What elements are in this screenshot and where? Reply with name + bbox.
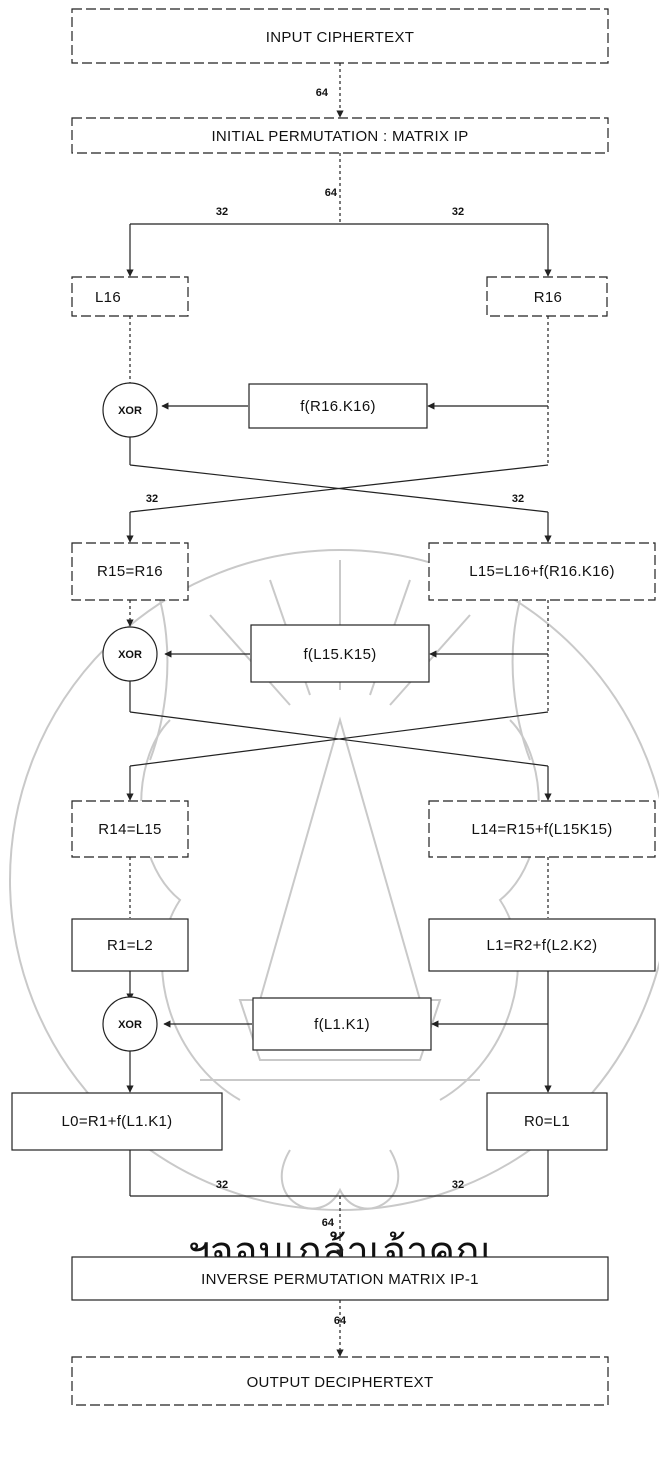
box-f-l15-k15: f(L15.K15) xyxy=(250,624,430,683)
xor-node-2: XOR xyxy=(102,626,158,682)
box-r16: R16 xyxy=(486,276,608,317)
bit-width-labels: 64 64 32 32 32 32 32 32 64 64 xyxy=(146,87,524,1327)
box-output-deciphertext-label: OUTPUT DECIPHERTEXT xyxy=(247,1374,434,1391)
box-input-ciphertext: INPUT CIPHERTEXT xyxy=(71,8,609,64)
box-initial-permutation: INITIAL PERMUTATION : MATRIX IP xyxy=(71,117,609,154)
box-r14-label: R14=L15 xyxy=(98,821,161,838)
box-l1: L1=R2+f(L2.K2) xyxy=(428,918,656,972)
connectors xyxy=(126,63,552,1357)
box-l14: L14=R15+f(L15K15) xyxy=(428,800,656,858)
box-r1-label: R1=L2 xyxy=(107,937,153,954)
box-r16-label: R16 xyxy=(534,289,562,306)
bits-64-ipinv: 64 xyxy=(334,1315,347,1327)
bits-32-cross-left: 32 xyxy=(146,493,158,505)
box-f-l15-k15-label: f(L15.K15) xyxy=(303,646,376,663)
box-l16-label: L16 xyxy=(95,289,121,306)
bits-64-merge: 64 xyxy=(322,1217,335,1229)
box-r15: R15=R16 xyxy=(71,542,189,601)
box-output-deciphertext: OUTPUT DECIPHERTEXT xyxy=(71,1356,609,1406)
box-l14-label: L14=R15+f(L15K15) xyxy=(471,821,612,838)
box-l0-label: L0=R1+f(L1.K1) xyxy=(62,1113,173,1130)
box-inverse-permutation: INVERSE PERMUTATION MATRIX IP-1 xyxy=(71,1256,609,1301)
bits-64-input: 64 xyxy=(316,87,329,99)
bits-32-left: 32 xyxy=(216,206,228,218)
xor-node-1-label: XOR xyxy=(118,405,142,417)
box-initial-permutation-label: INITIAL PERMUTATION : MATRIX IP xyxy=(211,128,468,145)
bits-32-right: 32 xyxy=(452,206,464,218)
box-inverse-permutation-label: INVERSE PERMUTATION MATRIX IP-1 xyxy=(201,1271,479,1288)
box-l16: L16 xyxy=(71,276,189,317)
box-r0-label: R0=L1 xyxy=(524,1113,570,1130)
box-r0: R0=L1 xyxy=(486,1092,608,1151)
box-l0: L0=R1+f(L1.K1) xyxy=(11,1092,223,1151)
box-f-r16-k16: f(R16.K16) xyxy=(248,383,428,429)
box-l15: L15=L16+f(R16.K16) xyxy=(428,542,656,601)
box-f-l1-k1-label: f(L1.K1) xyxy=(314,1016,370,1033)
xor-node-3: XOR xyxy=(102,996,158,1052)
box-r14: R14=L15 xyxy=(71,800,189,858)
box-input-ciphertext-label: INPUT CIPHERTEXT xyxy=(266,29,414,46)
xor-node-2-label: XOR xyxy=(118,649,142,661)
bits-32-merge-left: 32 xyxy=(216,1179,228,1191)
box-f-l1-k1: f(L1.K1) xyxy=(252,997,432,1051)
xor-node-3-label: XOR xyxy=(118,1019,142,1031)
bits-32-merge-right: 32 xyxy=(452,1179,464,1191)
box-l15-label: L15=L16+f(R16.K16) xyxy=(469,563,615,580)
bits-64-ip: 64 xyxy=(325,187,338,199)
box-l1-label: L1=R2+f(L2.K2) xyxy=(487,937,598,954)
box-f-r16-k16-label: f(R16.K16) xyxy=(300,398,376,415)
bits-32-cross-right: 32 xyxy=(512,493,524,505)
box-r1: R1=L2 xyxy=(71,918,189,972)
xor-node-1: XOR xyxy=(102,382,158,438)
box-r15-label: R15=R16 xyxy=(97,563,163,580)
